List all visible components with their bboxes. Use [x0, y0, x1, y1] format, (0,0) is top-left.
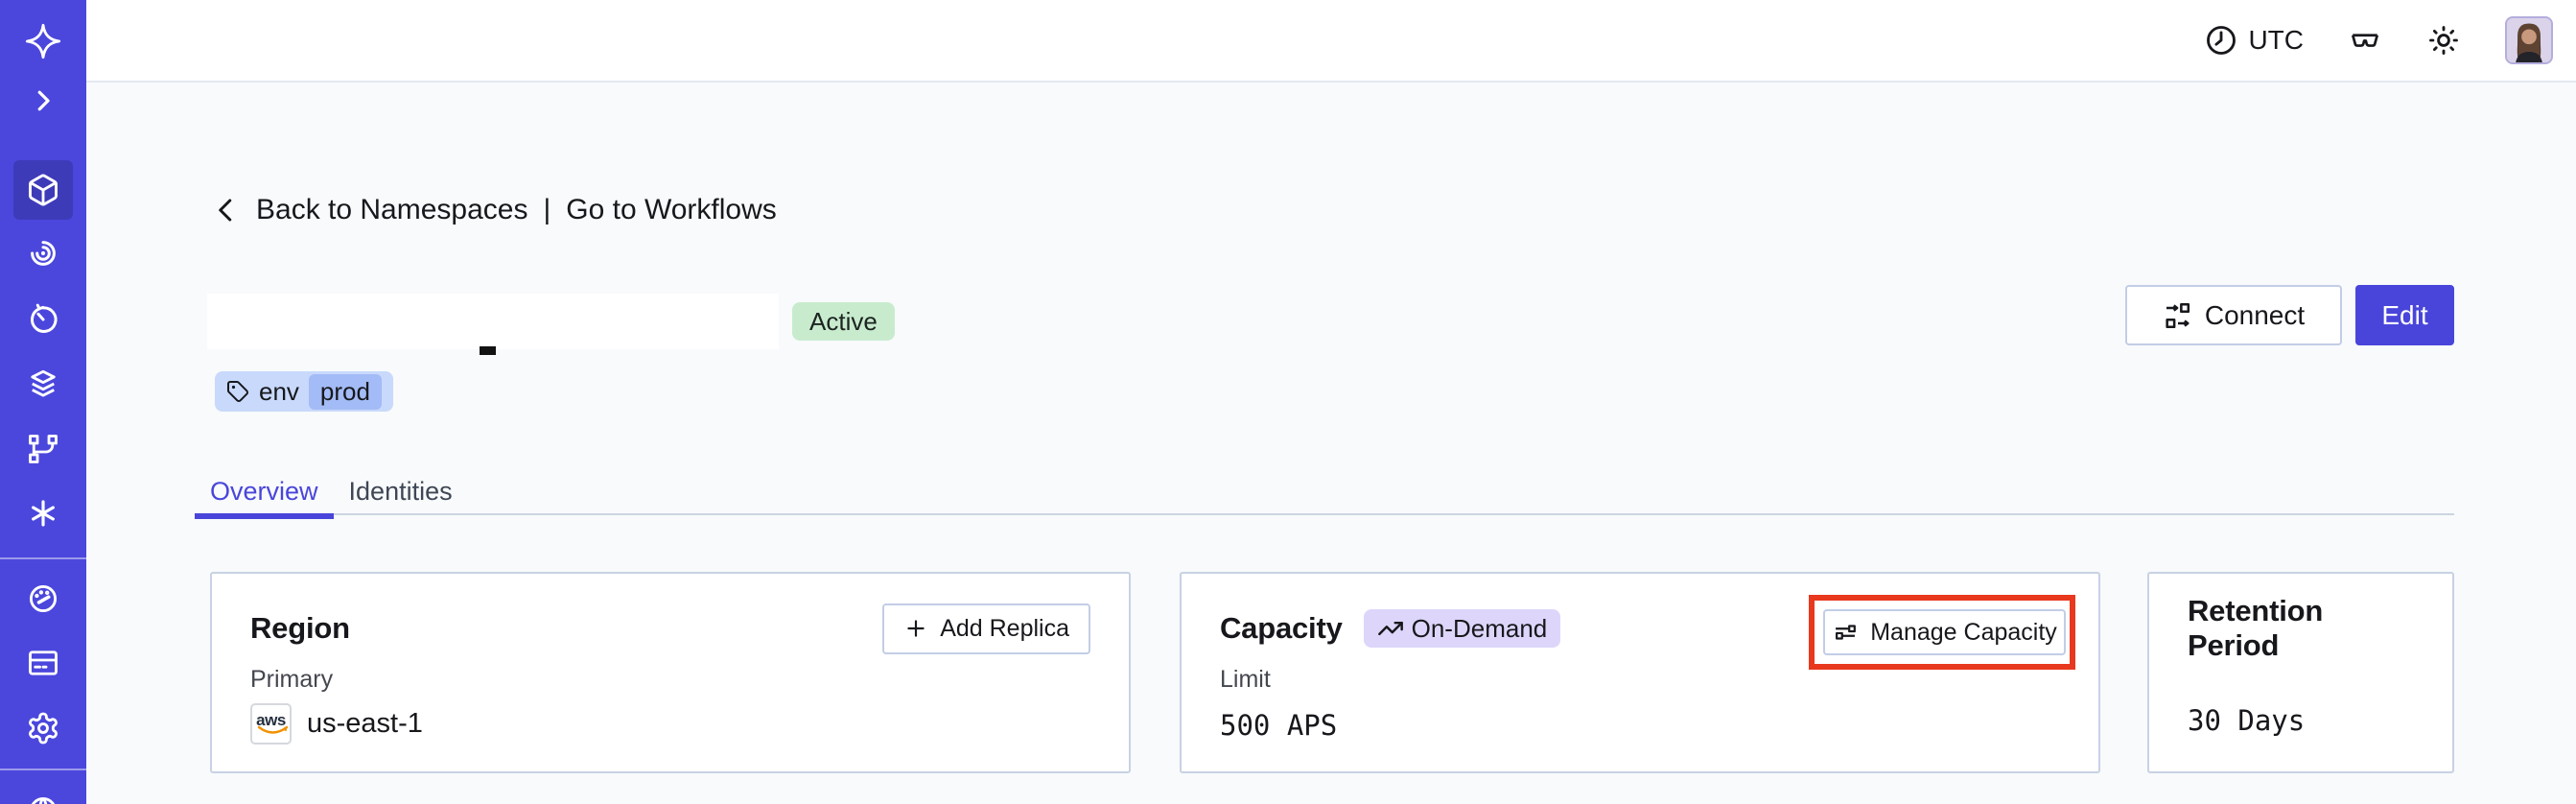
globe-icon[interactable] [26, 793, 60, 804]
go-to-workflows-link[interactable]: Go to Workflows [566, 194, 777, 225]
brightness-icon[interactable] [2426, 23, 2461, 58]
add-replica-button[interactable]: Add Replica [882, 603, 1090, 654]
connect-button[interactable]: Connect [2125, 285, 2342, 345]
expand-chevron-icon[interactable] [29, 86, 58, 115]
status-badge: Active [792, 302, 895, 341]
breadcrumb-separator: | [543, 194, 551, 225]
sidebar [0, 0, 86, 804]
branch-icon[interactable] [26, 432, 60, 466]
sidebar-divider [0, 557, 86, 559]
back-to-namespaces-link[interactable]: Back to Namespaces [256, 194, 528, 225]
retention-card: Retention Period 30 Days [2147, 572, 2454, 773]
namespace-tag-chip: env prod [215, 371, 393, 412]
layers-icon[interactable] [26, 367, 60, 401]
main-content: Back to Namespaces | Go to Workflows Act… [86, 83, 2576, 804]
sidebar-divider [0, 769, 86, 770]
schedules-clock-icon[interactable] [26, 302, 60, 337]
tab-overview[interactable]: Overview [195, 468, 334, 519]
user-avatar[interactable] [2505, 16, 2553, 64]
region-value: us-east-1 [307, 708, 423, 739]
limit-label: Limit [1220, 666, 1271, 693]
nexus-asterisk-icon[interactable] [26, 496, 60, 531]
edit-button[interactable]: Edit [2355, 285, 2454, 345]
back-chevron-icon[interactable] [212, 196, 241, 225]
retention-card-title: Retention Period [2188, 594, 2324, 662]
breadcrumb: Back to Namespaces | Go to Workflows [212, 194, 777, 226]
namespace-title-artifact [480, 346, 496, 355]
settings-gear-icon[interactable] [26, 711, 60, 745]
gauge-icon[interactable] [26, 581, 60, 616]
spiral-icon[interactable] [26, 236, 60, 271]
glasses-icon[interactable] [2348, 23, 2382, 58]
timezone-selector[interactable]: UTC [2204, 23, 2304, 58]
primary-label: Primary [250, 666, 334, 693]
aws-logo: aws [250, 703, 292, 745]
tab-bar: Overview Identities [195, 468, 468, 519]
clock-icon [2204, 23, 2238, 58]
capacity-value: 500 APS [1220, 709, 1338, 742]
namespace-title-redacted [207, 294, 779, 349]
region-card-title: Region [250, 611, 350, 645]
ondemand-badge: On-Demand [1363, 609, 1561, 648]
topbar: UTC [86, 0, 2576, 83]
tag-icon [226, 380, 249, 403]
namespaces-cube-icon[interactable] [26, 173, 60, 207]
temporal-logo[interactable] [24, 22, 62, 60]
tab-bar-divider [210, 513, 2454, 515]
tag-value: prod [308, 373, 382, 410]
timezone-label: UTC [2248, 25, 2304, 55]
tag-key: env [259, 376, 299, 406]
billing-card-icon[interactable] [26, 646, 60, 680]
retention-value: 30 Days [2188, 704, 2306, 737]
capacity-card-title: Capacity [1220, 611, 1343, 645]
manage-capacity-button[interactable]: Manage Capacity [1823, 609, 2066, 655]
region-card: Region Add Replica Primary aws us [210, 572, 1131, 773]
tab-identities[interactable]: Identities [348, 476, 453, 506]
capacity-card: Capacity On-Demand Limit 500 APS [1180, 572, 2100, 773]
